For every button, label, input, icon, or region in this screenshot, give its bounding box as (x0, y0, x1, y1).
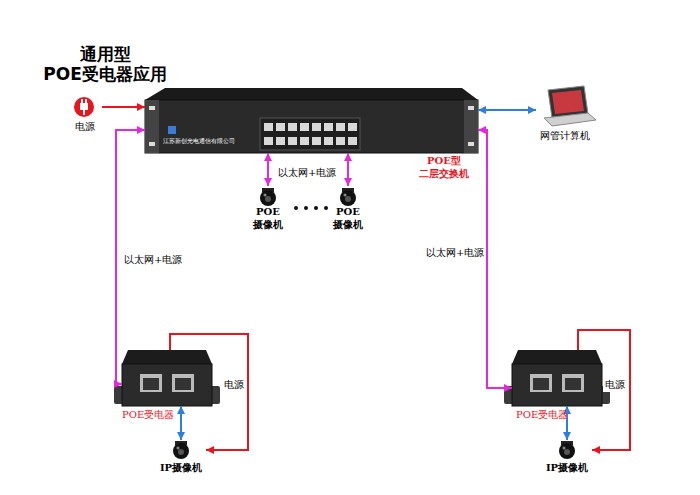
arrowhead (114, 380, 122, 388)
diagram-title: 通用型 POE受电器应用 (35, 44, 175, 85)
arrowhead (504, 384, 512, 392)
ip-camera: IP摄像机 (156, 440, 206, 480)
camera-icon (559, 441, 575, 459)
node-label: POE 摄像机 (329, 206, 367, 231)
node-label: IP摄像机 (542, 462, 592, 475)
connector (170, 334, 248, 454)
ellipsis-dots (294, 206, 328, 210)
camera-icon (340, 188, 356, 206)
connector-line (170, 334, 248, 450)
node-label: 江苏新创光电通信有限公司 (163, 137, 273, 145)
connector (177, 406, 185, 440)
arrowhead (344, 178, 352, 186)
connector (264, 153, 272, 186)
connector-line (478, 109, 536, 111)
arrowhead (137, 103, 145, 111)
connector (478, 106, 536, 114)
connector-line (578, 330, 630, 450)
switch-chassis (145, 88, 478, 153)
node-label: POE型 二层交换机 (411, 155, 477, 180)
power-plug-icon (74, 97, 94, 117)
pd-device-icon (504, 350, 610, 406)
arrowhead (206, 446, 214, 454)
arrowhead (563, 432, 571, 440)
camera-icon (173, 441, 189, 459)
edge-label: 以太网+电源 (424, 247, 486, 260)
free-label: 以太网+电源 (276, 167, 338, 180)
connector (578, 330, 630, 454)
ip-camera: IP摄像机 (542, 440, 592, 480)
arrowhead (344, 153, 352, 161)
connector (344, 153, 352, 186)
arrowhead (264, 153, 272, 161)
poe-camera: POE 摄像机 (329, 186, 367, 232)
connector (102, 103, 145, 111)
management-pc: 网管计算机 (536, 86, 594, 143)
power-source: 电源 (68, 95, 102, 135)
pd-device-icon (114, 350, 220, 406)
node-label: IP摄像机 (156, 462, 206, 475)
edge-label: 电源 (222, 379, 246, 392)
arrowhead (137, 126, 145, 134)
arrowhead (177, 406, 185, 414)
laptop-icon (544, 86, 596, 126)
arrowhead (177, 432, 185, 440)
node-label: 电源 (68, 121, 102, 134)
camera-icon (260, 188, 276, 206)
arrowhead (264, 178, 272, 186)
arrowhead (592, 446, 600, 454)
arrowhead (478, 126, 486, 134)
node-label: 网管计算机 (536, 130, 594, 143)
edge-label: 以太网+电源 (122, 254, 184, 267)
poe-camera: POE 摄像机 (249, 186, 287, 232)
poe-powered-device: POE受电器 (512, 350, 602, 406)
node-label: POE受电器 (122, 409, 192, 422)
node-label: POE受电器 (516, 409, 586, 422)
poe-switch: 江苏新创光电通信有限公司POE型 二层交换机 (145, 88, 478, 153)
node-label: POE 摄像机 (249, 206, 287, 231)
arrowhead (528, 106, 536, 114)
poe-powered-device: POE受电器 (122, 350, 212, 406)
arrowhead (478, 106, 486, 114)
edge-label: 电源 (603, 379, 627, 392)
